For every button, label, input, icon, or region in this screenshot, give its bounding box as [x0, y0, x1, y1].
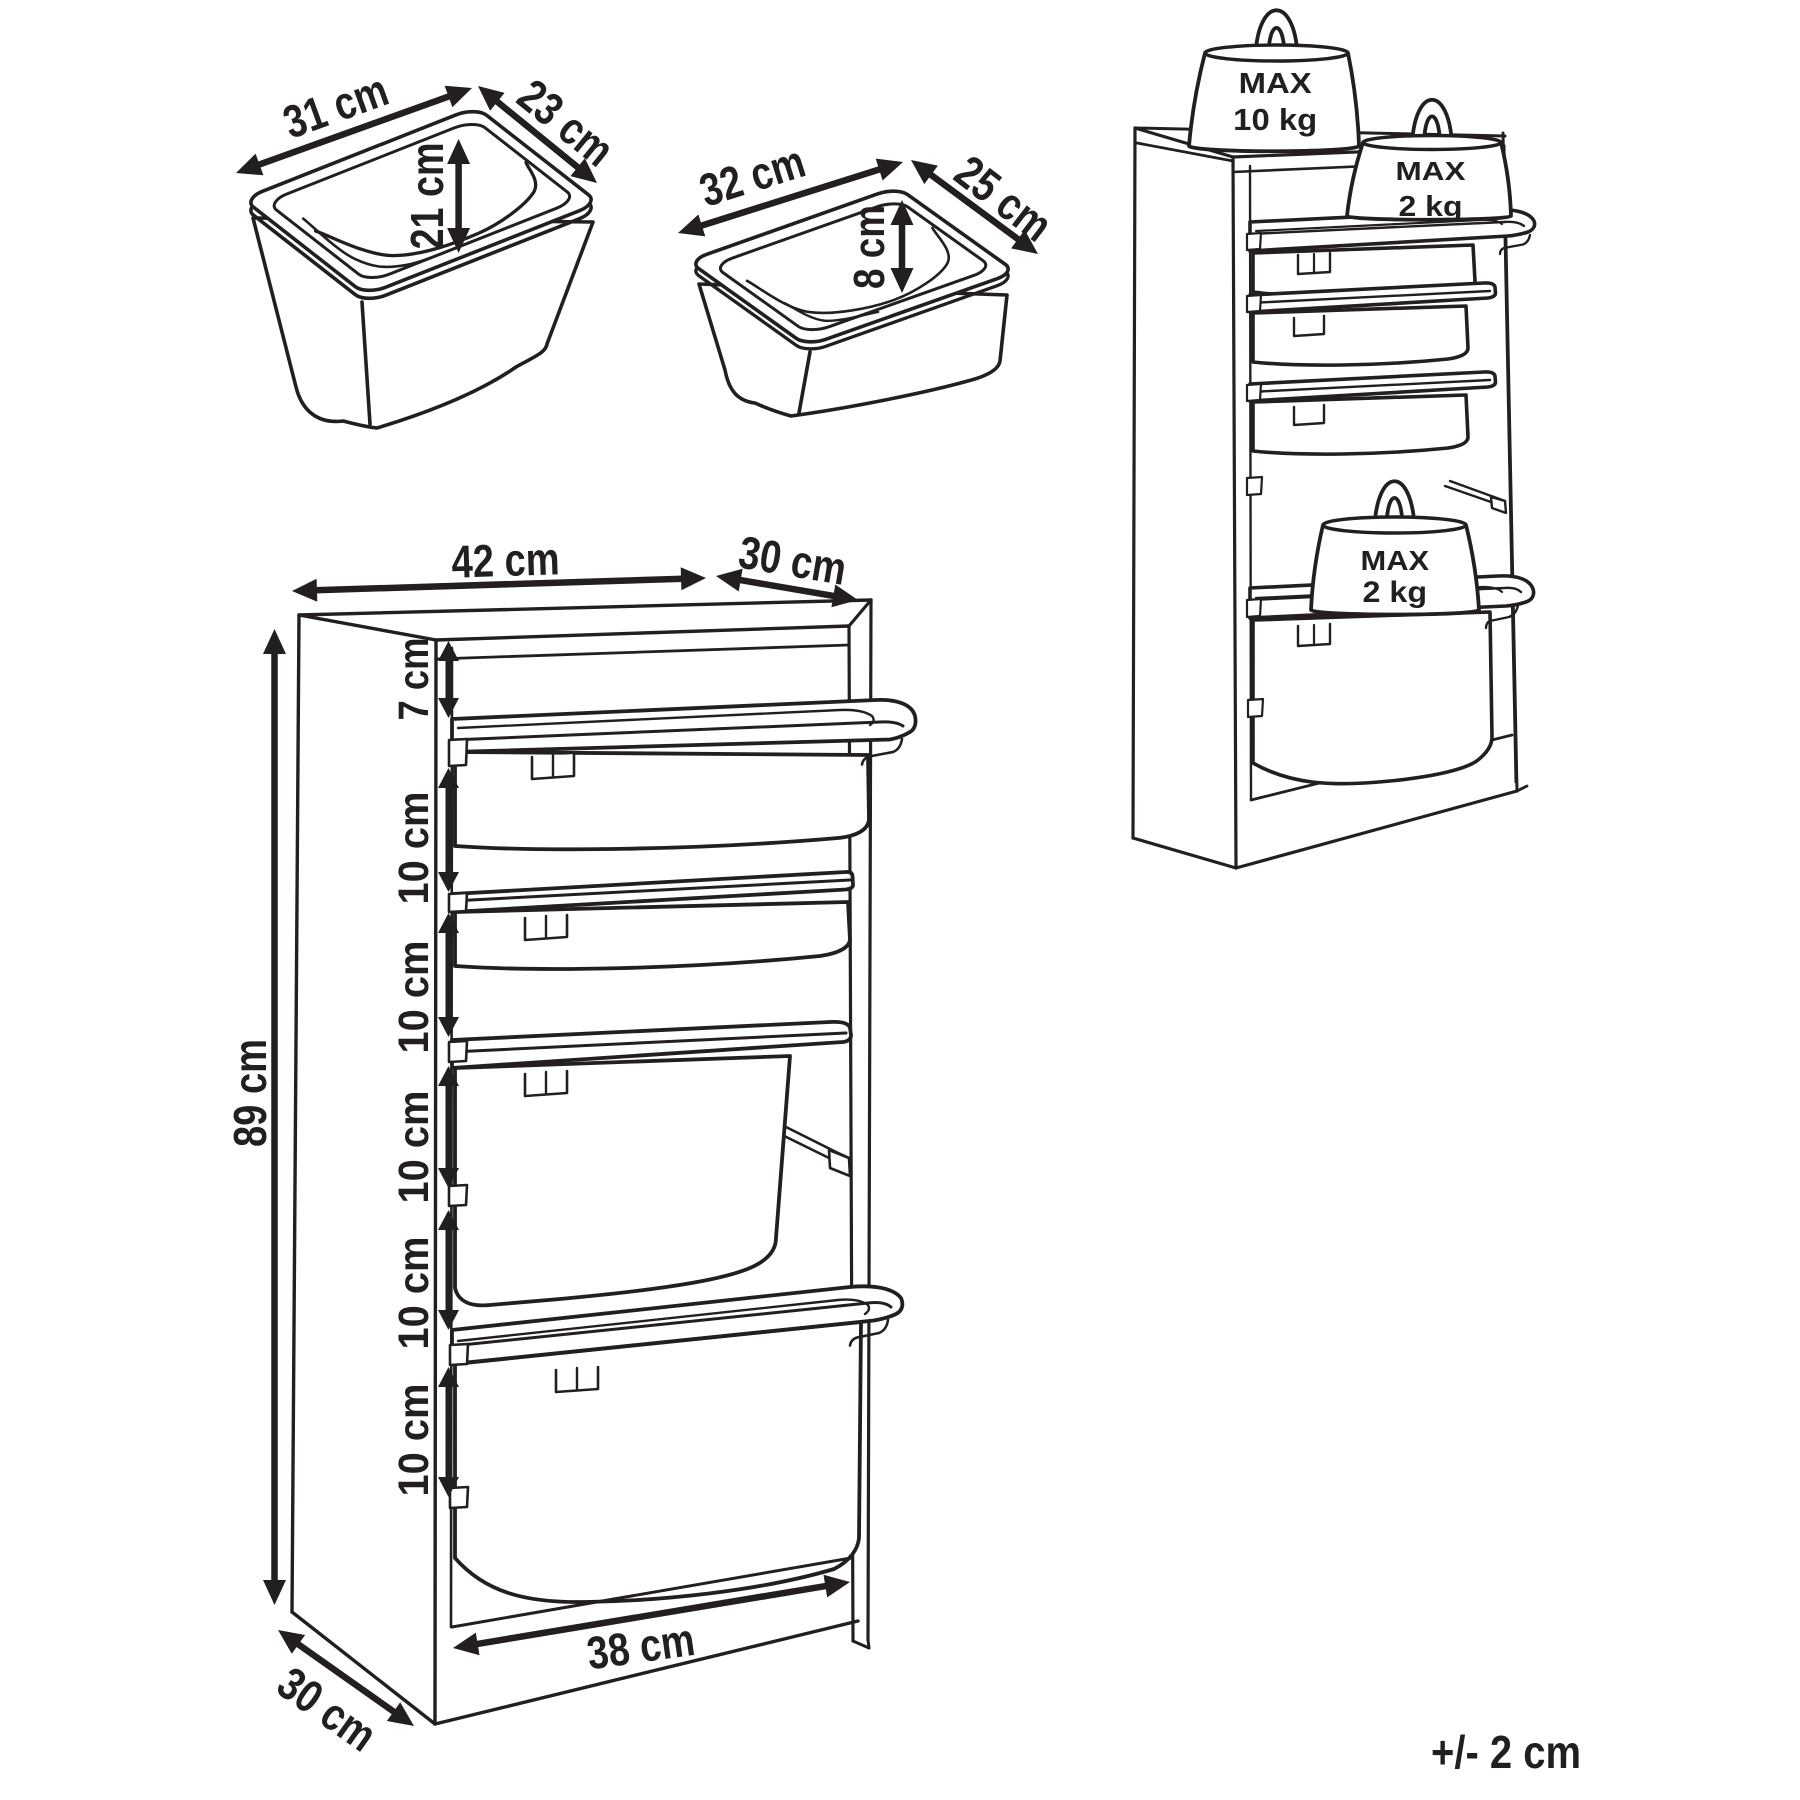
svg-text:42 cm: 42 cm	[451, 532, 561, 587]
svg-text:2 kg: 2 kg	[1399, 191, 1463, 223]
svg-text:89 cm: 89 cm	[224, 1039, 276, 1147]
svg-text:10 cm: 10 cm	[390, 1091, 438, 1204]
svg-text:MAX: MAX	[1239, 68, 1313, 100]
svg-text:7 cm: 7 cm	[390, 638, 438, 721]
svg-text:10 cm: 10 cm	[390, 792, 438, 905]
svg-text:21 cm: 21 cm	[401, 143, 453, 250]
svg-text:2 kg: 2 kg	[1363, 576, 1428, 609]
svg-text:MAX: MAX	[1361, 545, 1430, 576]
svg-text:10 cm: 10 cm	[390, 1384, 438, 1497]
svg-text:10 kg: 10 kg	[1233, 102, 1317, 137]
svg-text:10 cm: 10 cm	[390, 941, 438, 1054]
svg-text:+/- 2 cm: +/- 2 cm	[1431, 1726, 1581, 1778]
svg-text:MAX: MAX	[1396, 156, 1467, 186]
svg-text:8 cm: 8 cm	[845, 205, 894, 289]
svg-text:10 cm: 10 cm	[390, 1237, 438, 1350]
